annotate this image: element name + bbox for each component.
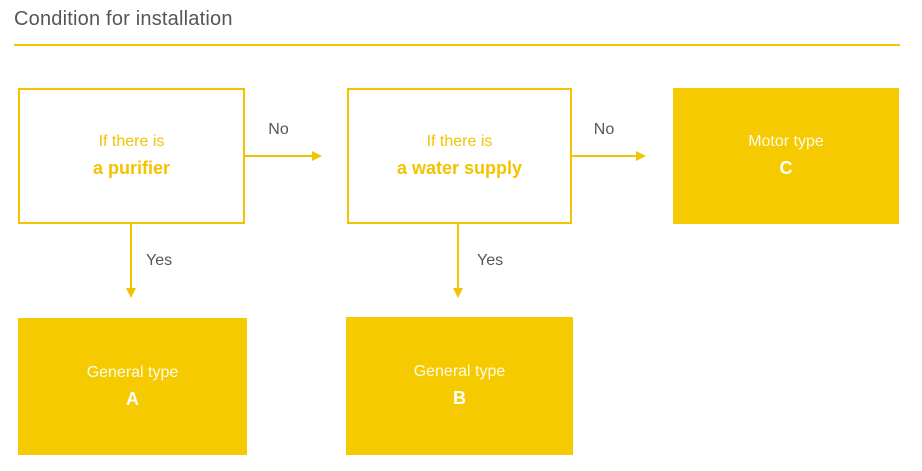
result-motor-type-letter: C	[779, 158, 793, 178]
decision-purifier-line2: a purifier	[92, 158, 171, 178]
result-box-motor-type-c: Motor type C	[673, 88, 899, 224]
result-box-general-type-b: General type B	[346, 317, 573, 455]
decision-water-supply-line2: a water supply	[396, 158, 523, 178]
yes-label-purifier: Yes	[146, 252, 173, 269]
result-general-type-b-label: General type	[413, 363, 506, 380]
arrow-no-purifier-icon	[245, 151, 322, 161]
result-general-type-b-letter: B	[453, 388, 466, 408]
decision-box-purifier: If there is a purifier	[18, 88, 245, 224]
result-box-general-type-a: General type A	[18, 318, 247, 455]
no-label-water-supply: No	[593, 121, 615, 138]
result-general-type-a-label: General type	[86, 363, 179, 381]
page-title: Condition for installation	[14, 8, 233, 30]
yes-label-water-supply: Yes	[477, 252, 504, 269]
decision-purifier-line1: If there is	[98, 133, 165, 150]
arrow-no-water-supply-icon	[572, 151, 646, 161]
arrow-yes-water-supply-icon	[453, 224, 463, 298]
result-general-type-a-letter: A	[126, 388, 139, 409]
result-motor-type-label: Motor type	[748, 133, 824, 150]
title-underline	[14, 44, 900, 46]
arrow-yes-purifier-icon	[126, 224, 136, 298]
decision-box-water-supply: If there is a water supply	[347, 88, 572, 224]
decision-water-supply-line1: If there is	[426, 133, 493, 150]
no-label-purifier: No	[268, 121, 289, 138]
